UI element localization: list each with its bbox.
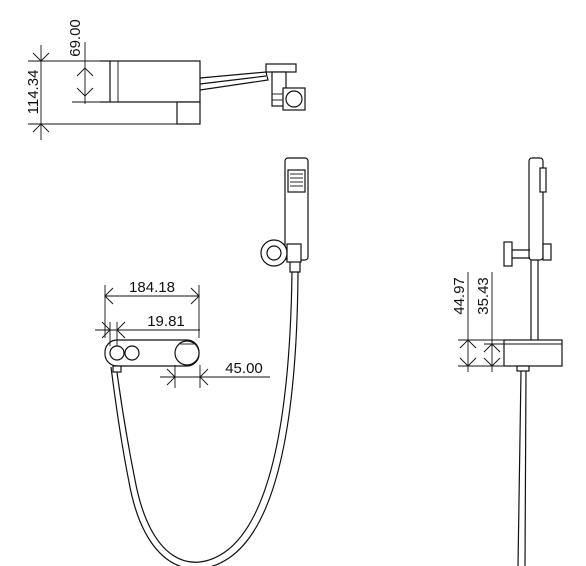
side-view: 44.97 35.43 [451, 157, 563, 566]
dimension-bar-height-outer: 44.97 [451, 272, 504, 372]
dimension-label-total-height: 114.34 [25, 70, 42, 115]
dimension-button-offset: 19.81 [95, 313, 200, 346]
front-view: 184.18 19.81 45.00 [95, 157, 309, 566]
dimension-upper-height: 69.00 [67, 19, 100, 104]
mixer-spout [176, 101, 201, 125]
spout-outlet [174, 340, 200, 366]
dimension-label-spout-length: 184.18 [129, 279, 175, 296]
dimension-spout-diameter: 45.00 [160, 360, 270, 388]
dimension-total-height: 114.34 [25, 45, 177, 140]
dimension-label-upper-height: 69.00 [67, 19, 84, 57]
control-button-2 [124, 345, 140, 361]
dimension-label-button-offset: 19.81 [147, 313, 185, 330]
top-view: 114.34 69.00 [25, 19, 306, 140]
mixer-body [109, 60, 201, 103]
shower-hose [115, 271, 293, 563]
dimension-label-bar-height-inner: 35.43 [475, 277, 492, 315]
dimension-label-bar-height-outer: 44.97 [451, 277, 468, 315]
dimension-label-spout-diameter: 45.00 [225, 360, 263, 377]
dimension-bar-height-inner: 35.43 [475, 272, 504, 372]
dimension-spout-length: 184.18 [104, 279, 200, 338]
shower-holder [260, 239, 288, 267]
